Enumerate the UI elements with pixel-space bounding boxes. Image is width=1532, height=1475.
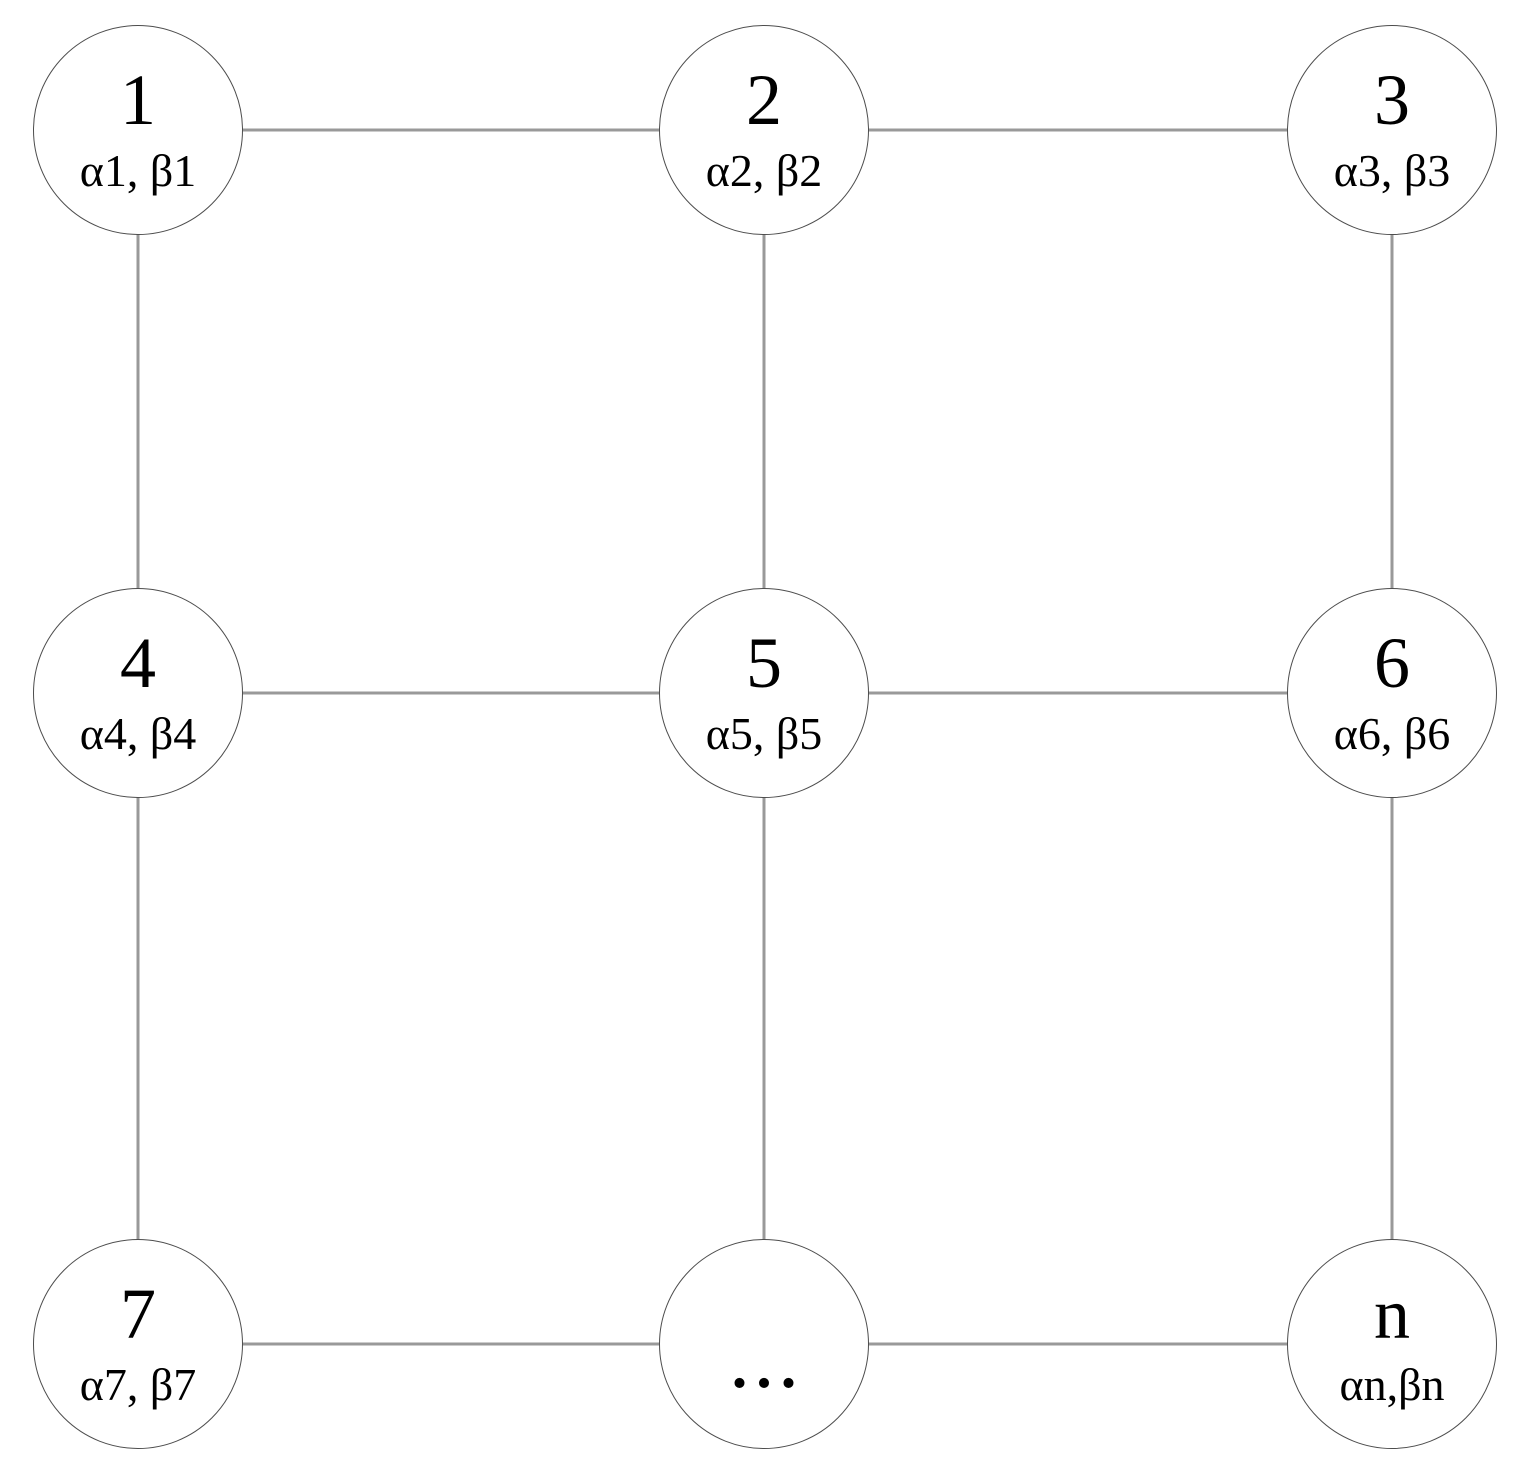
node-7: 7 α7, β7 (33, 1239, 243, 1449)
node-label: α2, β2 (705, 144, 823, 196)
node-6: 6 α6, β6 (1287, 588, 1497, 798)
node-label: α4, β4 (79, 707, 197, 759)
node-label: α3, β3 (1333, 144, 1451, 196)
node-number: 3 (1374, 59, 1410, 140)
node-label: α7, β7 (79, 1358, 197, 1410)
node-label: α6, β6 (1333, 707, 1451, 759)
node-label: α5, β5 (705, 707, 823, 759)
node-3: 3 α3, β3 (1287, 25, 1497, 235)
node-number: 7 (120, 1273, 156, 1354)
node-n: n αn,βn (1287, 1239, 1497, 1449)
node-5: 5 α5, β5 (659, 588, 869, 798)
node-number: 5 (746, 622, 782, 703)
node-number: n (1374, 1273, 1410, 1354)
node-number: 2 (746, 59, 782, 140)
node-label: α1, β1 (79, 144, 197, 196)
ellipsis-dots: ... (731, 1333, 806, 1401)
node-4: 4 α4, β4 (33, 588, 243, 798)
node-label: αn,βn (1339, 1358, 1445, 1410)
node-ellipsis: ... (659, 1239, 869, 1449)
node-number: 6 (1374, 622, 1410, 703)
node-1: 1 α1, β1 (33, 25, 243, 235)
node-2: 2 α2, β2 (659, 25, 869, 235)
node-number: 4 (120, 622, 156, 703)
node-number: 1 (120, 59, 156, 140)
